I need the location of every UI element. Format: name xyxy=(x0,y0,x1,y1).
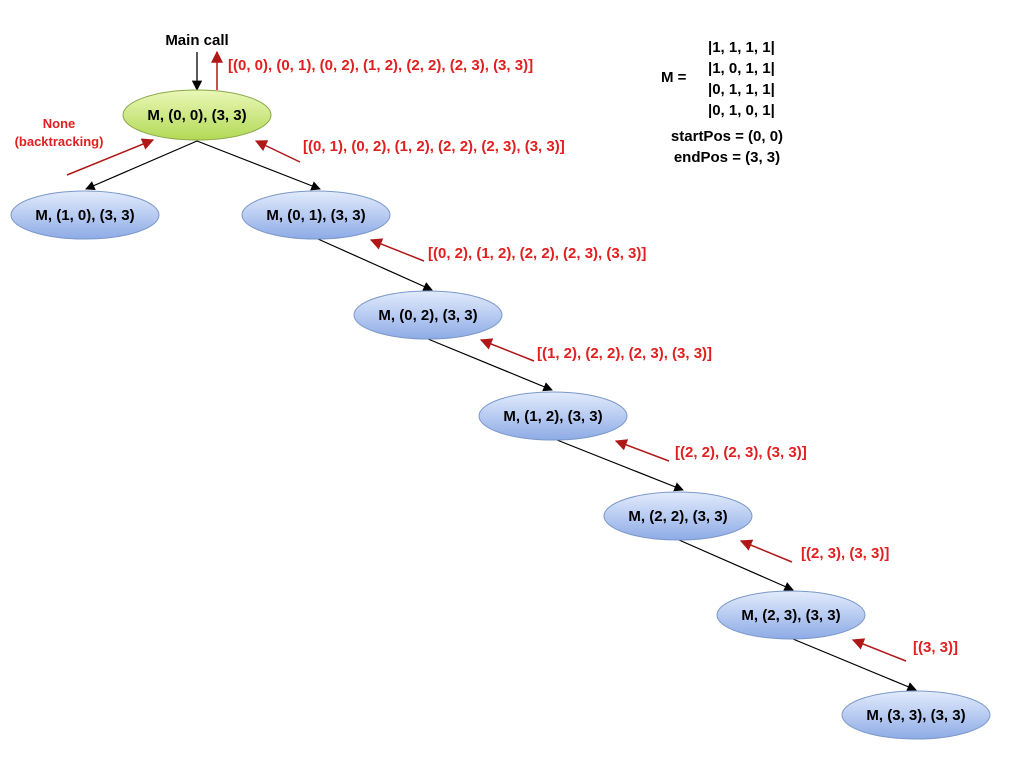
start-pos-label: startPos = (0, 0) xyxy=(671,128,783,145)
node-1-0-label: M, (1, 0), (3, 3) xyxy=(35,207,134,224)
return-label-3-3: [(3, 3)] xyxy=(913,639,958,656)
node-2-2: M, (2, 2), (3, 3) xyxy=(603,491,753,541)
return-arrow-0-1 xyxy=(254,140,301,163)
call-edge-root-to-0-1 xyxy=(196,140,321,191)
node-1-0: M, (1, 0), (3, 3) xyxy=(10,190,160,240)
matrix-info: M = |1, 1, 1, 1| |1, 0, 1, 1| |0, 1, 1, … xyxy=(661,39,783,166)
node-0-1: M, (0, 1), (3, 3) xyxy=(241,190,391,240)
matrix-row-1: |1, 1, 1, 1| xyxy=(708,39,775,56)
return-label-1-2: [(1, 2), (2, 2), (2, 3), (3, 3)] xyxy=(537,345,712,362)
return-arrow-1-2 xyxy=(479,338,535,362)
return-label-2-2: [(2, 2), (2, 3), (3, 3)] xyxy=(675,444,807,461)
call-edge-2-3-to-3-3 xyxy=(792,638,917,692)
root-return-label: [(0, 0), (0, 1), (0, 2), (1, 2), (2, 2),… xyxy=(228,57,533,74)
return-label-2-3: [(2, 3), (3, 3)] xyxy=(801,545,889,562)
node-2-3-label: M, (2, 3), (3, 3) xyxy=(741,607,840,624)
call-edge-0-1-to-0-2 xyxy=(317,238,433,291)
node-2-2-label: M, (2, 2), (3, 3) xyxy=(628,508,727,525)
return-label-0-2: [(0, 2), (1, 2), (2, 2), (2, 3), (3, 3)] xyxy=(428,245,646,262)
node-1-2: M, (1, 2), (3, 3) xyxy=(478,391,628,441)
node-3-3-label: M, (3, 3), (3, 3) xyxy=(866,707,965,724)
end-pos-label: endPos = (3, 3) xyxy=(674,149,780,166)
none-return-arrow xyxy=(66,138,155,176)
matrix-row-4: |0, 1, 0, 1| xyxy=(708,102,775,119)
matrix-label: M = xyxy=(661,69,687,86)
node-3-3: M, (3, 3), (3, 3) xyxy=(841,690,991,740)
node-2-3: M, (2, 3), (3, 3) xyxy=(716,590,866,640)
return-arrow-2-3 xyxy=(739,539,793,563)
node-0-2-label: M, (0, 2), (3, 3) xyxy=(378,307,477,324)
return-arrow-2-2 xyxy=(614,439,670,462)
node-0-1-label: M, (0, 1), (3, 3) xyxy=(266,207,365,224)
call-edge-2-2-to-2-3 xyxy=(678,539,794,591)
call-edge-root-to-1-0 xyxy=(85,140,198,190)
return-arrow-3-3 xyxy=(851,638,907,662)
return-arrow-0-2 xyxy=(369,238,425,262)
main-call-label: Main call xyxy=(165,32,228,49)
none-label-line2: (backtracking) xyxy=(15,134,104,149)
return-label-0-1: [(0, 1), (0, 2), (1, 2), (2, 2), (2, 3),… xyxy=(303,138,565,155)
call-edge-0-2-to-1-2 xyxy=(427,338,553,392)
node-0-2: M, (0, 2), (3, 3) xyxy=(353,290,503,340)
node-root-label: M, (0, 0), (3, 3) xyxy=(147,107,246,124)
matrix-row-3: |0, 1, 1, 1| xyxy=(708,81,775,98)
matrix-row-2: |1, 0, 1, 1| xyxy=(708,60,775,77)
node-1-2-label: M, (1, 2), (3, 3) xyxy=(503,408,602,425)
none-label-line1: None xyxy=(43,116,76,131)
call-edge-1-2-to-2-2 xyxy=(556,439,684,492)
node-root: M, (0, 0), (3, 3) xyxy=(122,89,272,141)
